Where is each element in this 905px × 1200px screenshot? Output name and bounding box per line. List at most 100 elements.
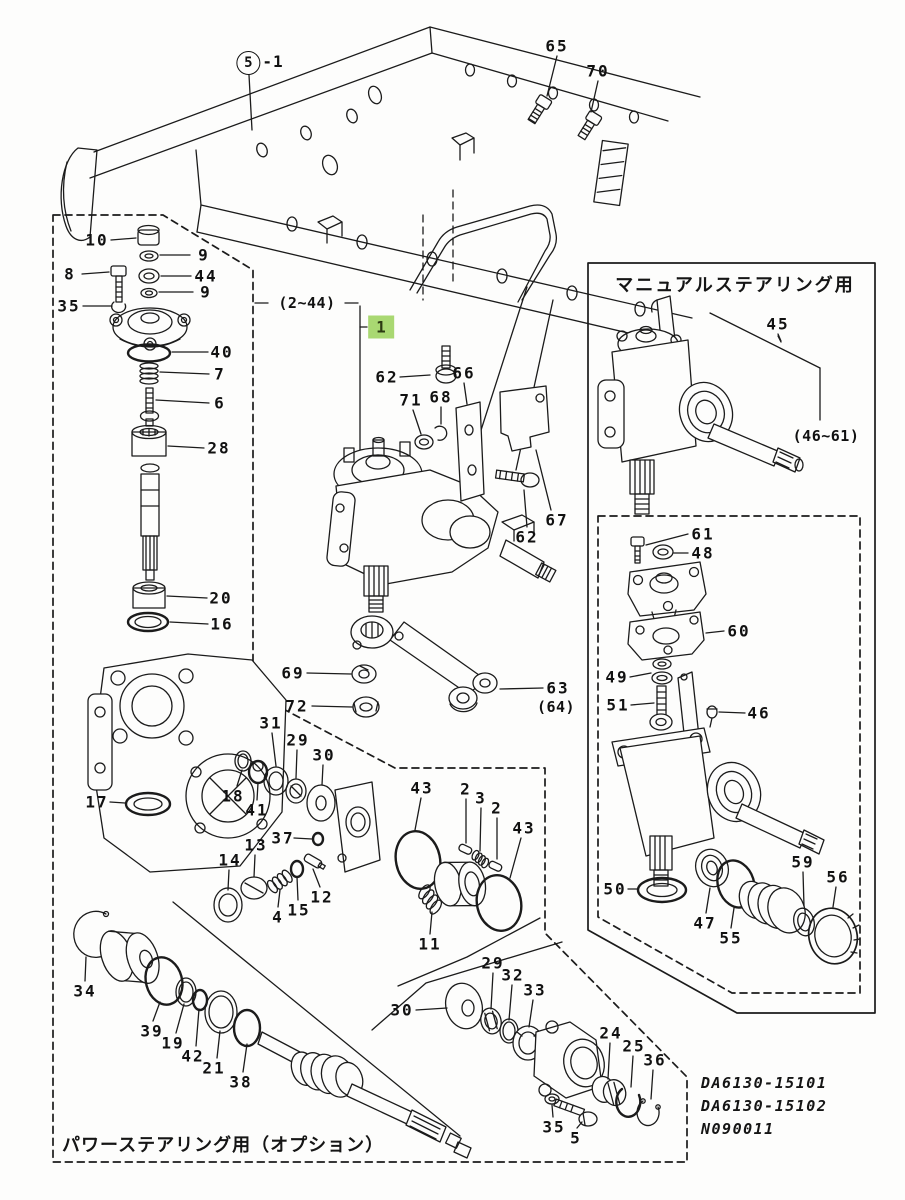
- part-callout-48-31[interactable]: 48: [691, 543, 715, 563]
- manual-steering-gear-art: [598, 296, 803, 514]
- part-callout-34-58[interactable]: 34: [73, 981, 97, 1001]
- part-callout-62-18[interactable]: 62: [375, 367, 399, 387]
- part-callout-59-39[interactable]: 59: [791, 852, 815, 872]
- part-callout-11-57[interactable]: 11: [418, 934, 442, 954]
- part-callout-31-41[interactable]: 31: [259, 713, 283, 733]
- part-callout-14-47[interactable]: 14: [218, 850, 242, 870]
- part-callout-2-55[interactable]: 2: [491, 798, 503, 818]
- part-callout-66-19[interactable]: 66: [452, 363, 476, 383]
- part-callout-40-9[interactable]: 40: [210, 342, 234, 362]
- part-callout-15-50[interactable]: 15: [287, 900, 311, 920]
- part-callout-41-45[interactable]: 41: [245, 800, 269, 820]
- part-callout-2-53[interactable]: 2: [460, 779, 472, 799]
- leader-line: [706, 888, 710, 913]
- part-callout-51-34[interactable]: 51: [606, 695, 630, 715]
- part-callout-9-4[interactable]: 9: [198, 245, 210, 265]
- leader-line: [524, 490, 527, 527]
- part-callout-19-60[interactable]: 19: [161, 1033, 185, 1053]
- part-callout-61-30[interactable]: 61: [691, 524, 715, 544]
- leader-line: [731, 908, 734, 928]
- part-callout-18-44[interactable]: 18: [221, 786, 245, 806]
- leader-line: [294, 838, 312, 839]
- leader-line: [552, 1105, 553, 1117]
- part-callout-29-65[interactable]: 29: [481, 953, 505, 973]
- part-callout-9-7[interactable]: 9: [200, 282, 212, 302]
- part-callout-10-3[interactable]: 10: [85, 230, 109, 250]
- part-callout-39-59[interactable]: 39: [140, 1021, 164, 1041]
- part-callout-29-42[interactable]: 29: [286, 730, 310, 750]
- part-callout-21-62[interactable]: 21: [202, 1058, 226, 1078]
- leader-line: [243, 1044, 247, 1072]
- part-callout-12-51[interactable]: 12: [310, 887, 334, 907]
- part-callout-5-0[interactable]: 5-1: [236, 51, 283, 75]
- part-callout-62-23[interactable]: 62: [515, 527, 539, 547]
- part-callout-55-38[interactable]: 55: [719, 928, 743, 948]
- leader-line: [153, 1002, 160, 1021]
- part-callout-17-15[interactable]: 17: [85, 792, 109, 812]
- part-callout-67-22[interactable]: 67: [545, 510, 569, 530]
- part-callout-47-37[interactable]: 47: [693, 913, 717, 933]
- part-callout-70-2[interactable]: 70: [586, 61, 610, 81]
- part-callout-28-12[interactable]: 28: [207, 438, 231, 458]
- part-callout-8-5[interactable]: 8: [64, 264, 76, 284]
- part-callout-30-64[interactable]: 30: [390, 1000, 414, 1020]
- part-callout-33-67[interactable]: 33: [523, 980, 547, 1000]
- part-callout-24-68[interactable]: 24: [599, 1023, 623, 1043]
- part-callout-30-43[interactable]: 30: [312, 745, 336, 765]
- valve-parts-art: [214, 751, 380, 922]
- part-callout-50-36[interactable]: 50: [603, 879, 627, 899]
- leader-line: [500, 688, 543, 689]
- part-callout-3-54[interactable]: 3: [475, 788, 487, 808]
- figure-number-suffix: -1: [262, 52, 284, 71]
- leader-line: [400, 375, 430, 377]
- leader-line: [217, 1031, 220, 1058]
- part-callout-7-10[interactable]: 7: [214, 364, 226, 384]
- part-callout-65-1[interactable]: 65: [545, 36, 569, 56]
- steering-housing-art: [88, 654, 286, 872]
- part-callout-64-27[interactable]: (64): [536, 698, 576, 716]
- part-callout-38-63[interactable]: 38: [229, 1072, 253, 1092]
- part-callout-35-8[interactable]: 35: [57, 296, 81, 316]
- part-callout-60-32[interactable]: 60: [727, 621, 751, 641]
- part-callout-72-25[interactable]: 72: [285, 696, 309, 716]
- leader-line: [82, 272, 109, 274]
- part-callout-25-69[interactable]: 25: [622, 1036, 646, 1056]
- part-callout-13-48[interactable]: 13: [244, 835, 268, 855]
- leader-line: [833, 887, 836, 907]
- part-callout-16-14[interactable]: 16: [210, 614, 234, 634]
- circled-figure-number: 5: [236, 51, 261, 75]
- part-callout-4-49[interactable]: 4: [272, 907, 284, 927]
- part-callout-45-28[interactable]: 45: [766, 314, 790, 334]
- part-callout-32-66[interactable]: 32: [501, 965, 525, 985]
- part-callout-49-33[interactable]: 49: [605, 667, 629, 687]
- leader-line: [313, 869, 320, 887]
- part-callout-244-16[interactable]: (2~44): [278, 294, 336, 312]
- part-callout-4661-29[interactable]: (46~61): [792, 427, 860, 445]
- part-callout-63-26[interactable]: 63: [546, 678, 570, 698]
- part-callout-35-71[interactable]: 35: [542, 1117, 566, 1137]
- part-callout-44-6[interactable]: 44: [194, 266, 218, 286]
- part-callout-43-56[interactable]: 43: [512, 818, 536, 838]
- part-callout-56-40[interactable]: 56: [826, 867, 850, 887]
- part-callout-71-20[interactable]: 71: [399, 390, 423, 410]
- part-callout-1-17[interactable]: 1: [368, 315, 394, 339]
- leader-line: [529, 1000, 533, 1027]
- part-callout-43-52[interactable]: 43: [410, 778, 434, 798]
- leader-line: [491, 973, 493, 1009]
- part-callout-68-21[interactable]: 68: [429, 387, 453, 407]
- part-callout-6-11[interactable]: 6: [214, 393, 226, 413]
- leader-line: [416, 1008, 447, 1010]
- leader-line: [307, 673, 351, 674]
- part-callout-36-70[interactable]: 36: [643, 1050, 667, 1070]
- rack-parts-art: [74, 911, 471, 1158]
- part-callout-20-13[interactable]: 20: [209, 588, 233, 608]
- leader-line: [170, 622, 208, 624]
- part-callout-42-61[interactable]: 42: [181, 1046, 205, 1066]
- leader-line: [160, 372, 209, 374]
- part-callout-5-72[interactable]: 5: [570, 1128, 582, 1148]
- part-callout-69-24[interactable]: 69: [281, 663, 305, 683]
- leader-line: [719, 712, 745, 713]
- part-callout-37-46[interactable]: 37: [271, 828, 295, 848]
- leader-line: [706, 631, 724, 633]
- part-callout-46-35[interactable]: 46: [747, 703, 771, 723]
